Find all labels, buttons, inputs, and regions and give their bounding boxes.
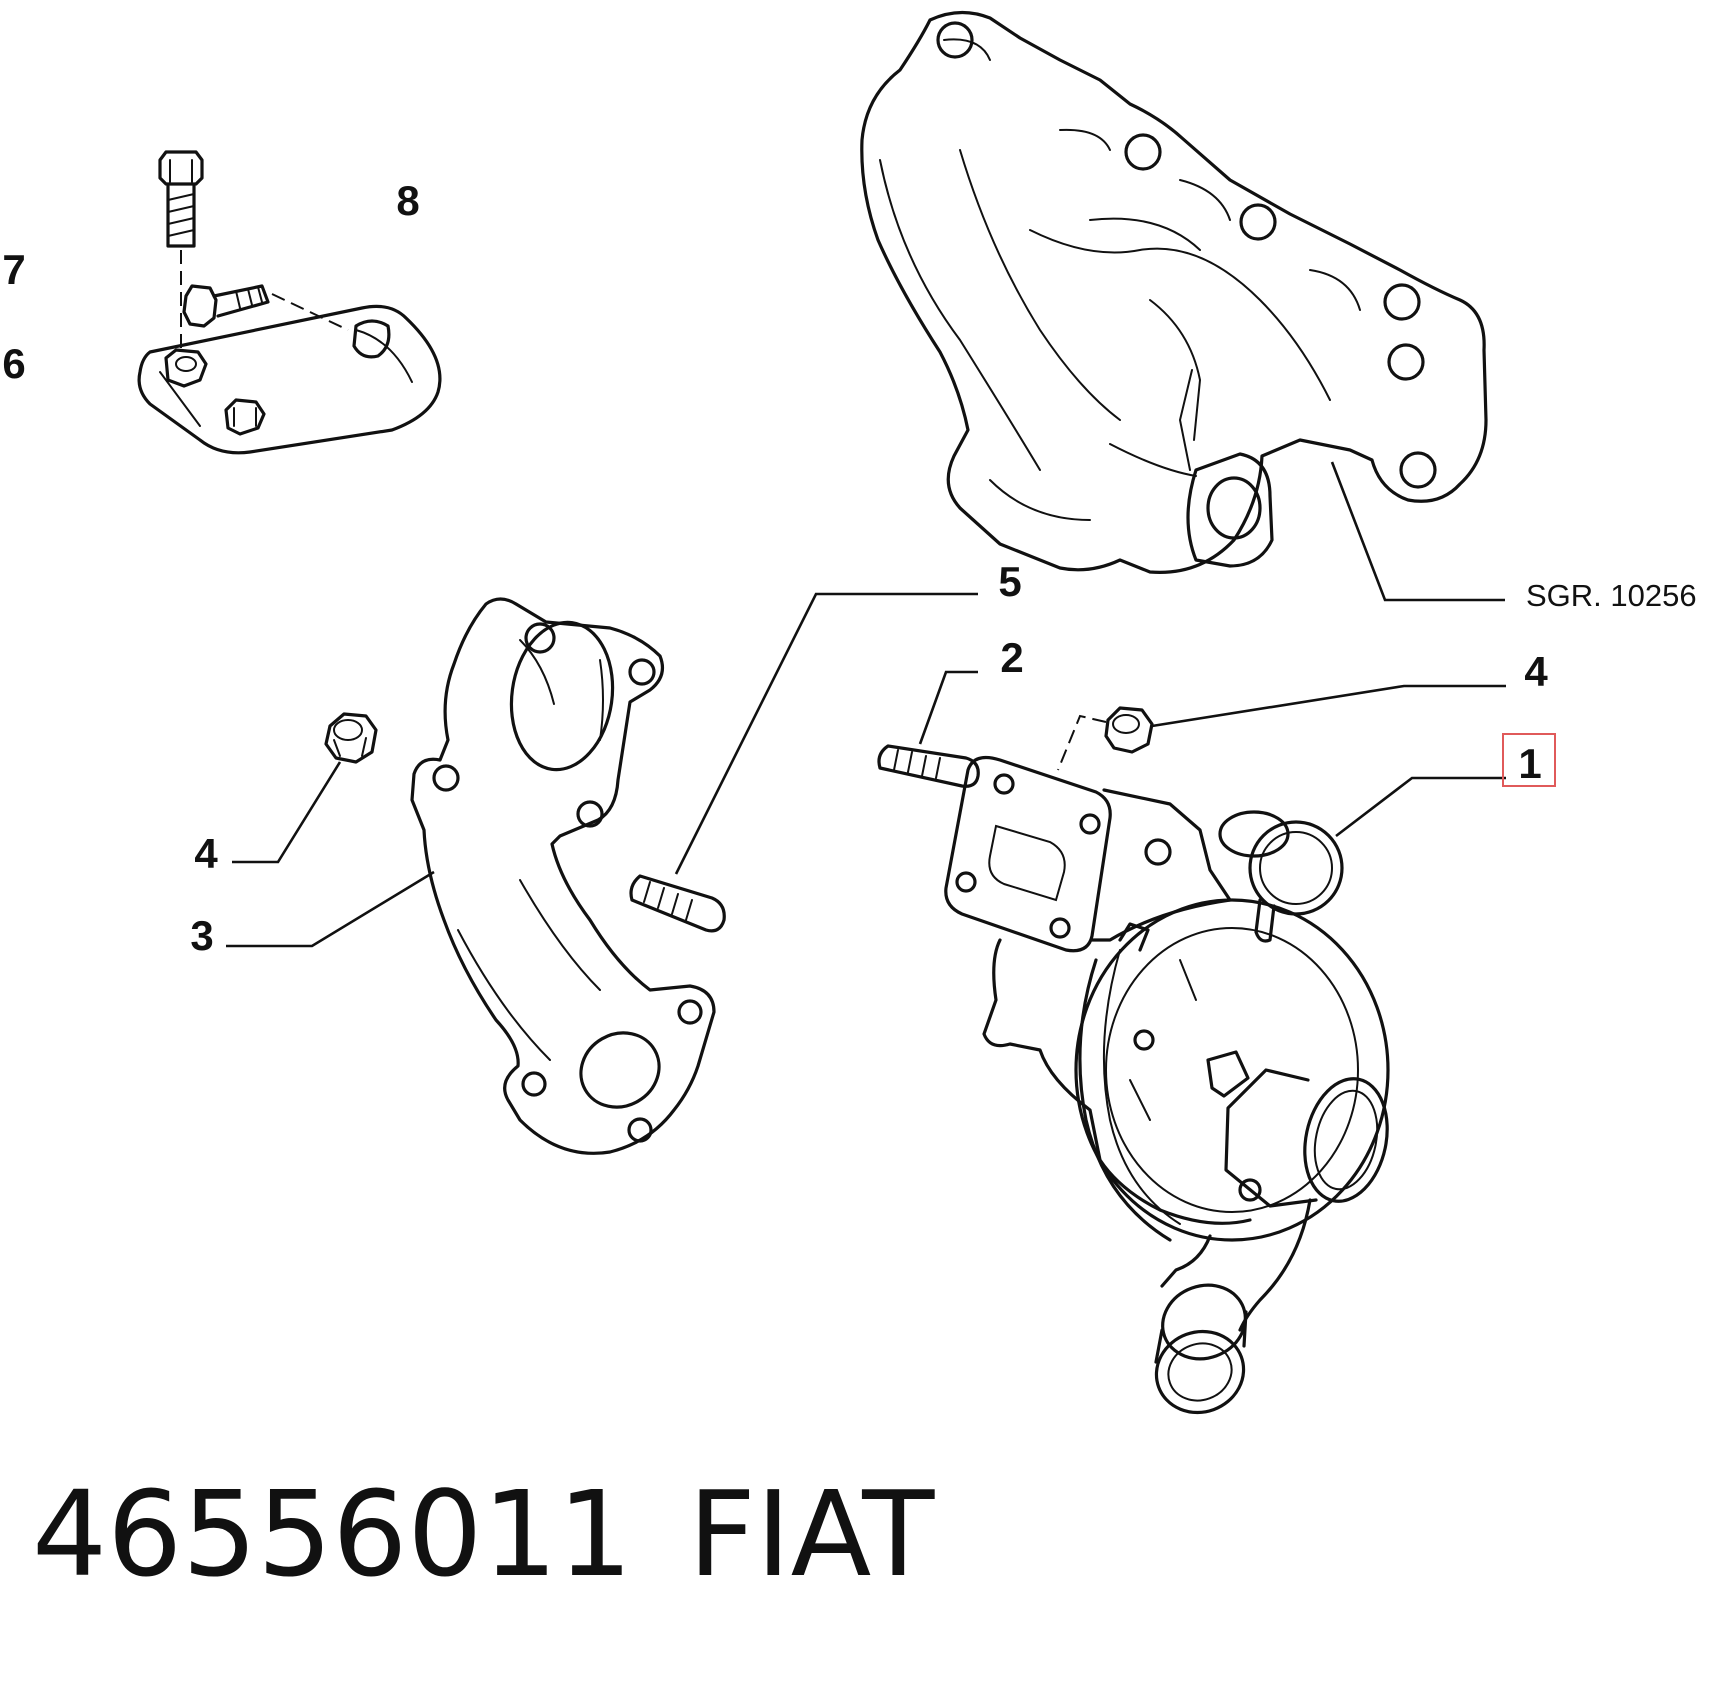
callout-5: 5: [998, 558, 1021, 605]
callout-2: 2: [1000, 634, 1023, 681]
callout-1: 1: [1518, 740, 1541, 787]
part-number: 46556011: [32, 1465, 633, 1603]
callout-7: 7: [2, 246, 25, 293]
part-8-bolt: [182, 284, 349, 331]
callout-6: 6: [2, 340, 25, 387]
callout-4-left: 4: [194, 830, 218, 877]
part-4-nut-right: [1057, 684, 1506, 771]
brand-name: FIAT: [688, 1465, 935, 1603]
part-5-stud: [629, 592, 978, 933]
callout-1-highlight-box: [1502, 733, 1556, 787]
callout-8: 8: [396, 177, 419, 224]
part-6-bracket: [137, 304, 442, 455]
exhaust-manifold: [860, 10, 1505, 602]
reference-sgr-10256: SGR. 10256: [1526, 578, 1697, 613]
part-1-turbocharger: [944, 756, 1506, 1415]
part-3-elbow-pipe: [226, 597, 716, 1155]
part-4-nut-left: [232, 712, 378, 864]
part-7-bolt: [158, 150, 204, 350]
callout-3: 3: [190, 912, 213, 959]
callout-4-right: 4: [1524, 648, 1548, 695]
part-2-stud: [877, 670, 980, 788]
